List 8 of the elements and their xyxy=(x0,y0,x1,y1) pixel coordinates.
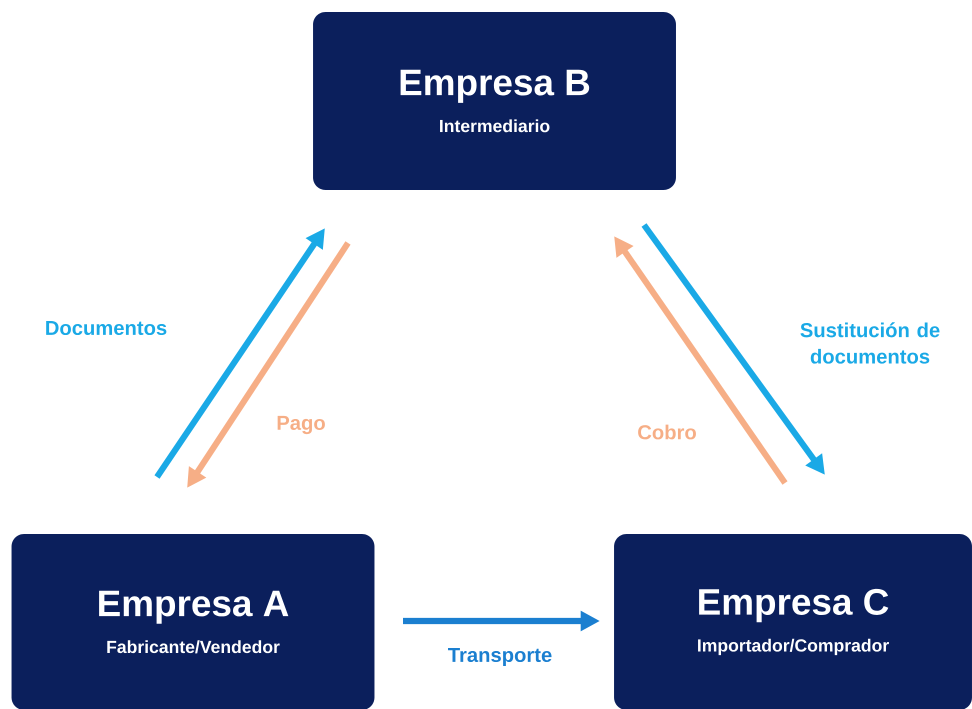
edge-label: Pago xyxy=(278,416,325,434)
edge-label: Sustitución de documentos xyxy=(800,322,940,364)
edge-label: Transporte xyxy=(448,648,552,666)
edge-label: Documentos xyxy=(46,320,166,336)
company-box: Empresa C Importador/Comprador xyxy=(614,534,972,709)
company-box: Empresa B Intermediario xyxy=(313,12,676,190)
company-box: Empresa A Fabricante/Vendedor xyxy=(12,534,374,709)
edge-label: Cobro xyxy=(638,424,696,440)
